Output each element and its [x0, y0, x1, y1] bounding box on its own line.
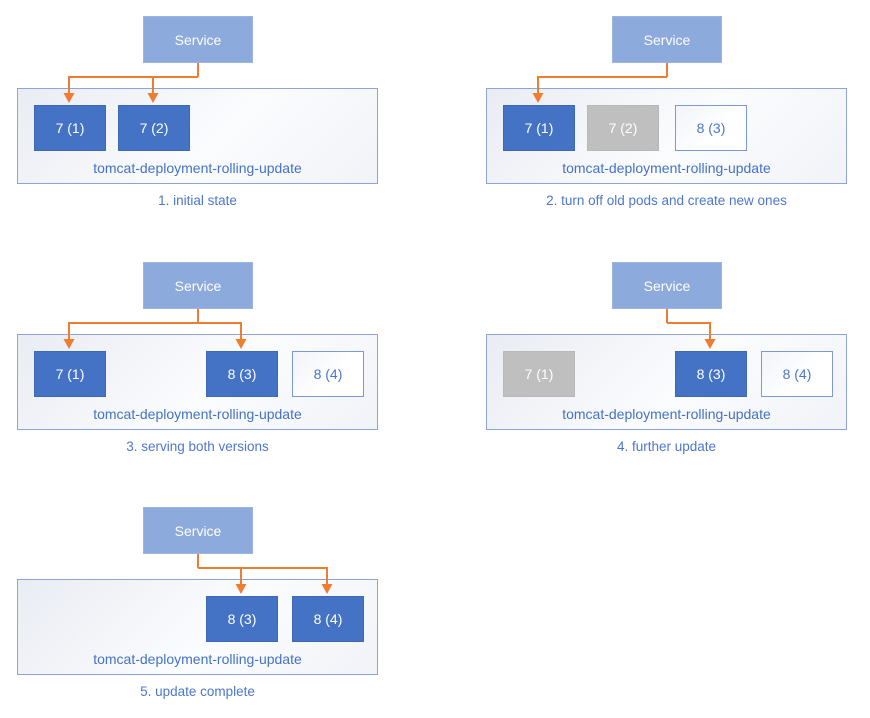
pod-running: 8 (3) — [675, 351, 747, 397]
deployment-box: tomcat-deployment-rolling-update 7 (1) 8 … — [17, 334, 378, 430]
pod-terminating: 7 (2) — [587, 105, 659, 151]
deployment-label: tomcat-deployment-rolling-update — [93, 406, 302, 422]
service-box: Service — [143, 16, 253, 63]
pod-starting: 8 (3) — [675, 105, 747, 151]
pod-running: 8 (4) — [292, 596, 364, 642]
deployment-box: tomcat-deployment-rolling-update 7 (1) 8 … — [486, 334, 847, 430]
pod-running: 7 (2) — [118, 105, 190, 151]
pod-running: 7 (1) — [503, 105, 575, 151]
panel-caption: 3. serving both versions — [126, 439, 269, 454]
panel-further-update: Service tomcat-deployment-rolling-update… — [469, 246, 870, 491]
pod-running: 8 (3) — [206, 351, 278, 397]
deployment-box: tomcat-deployment-rolling-update 7 (1) 7 … — [486, 88, 847, 184]
pod-running: 8 (3) — [206, 596, 278, 642]
deployment-label: tomcat-deployment-rolling-update — [93, 651, 302, 667]
service-box: Service — [612, 262, 722, 309]
panel-caption: 2. turn off old pods and create new ones — [546, 193, 787, 208]
pod-running: 7 (1) — [34, 105, 106, 151]
pod-starting: 8 (4) — [761, 351, 833, 397]
deployment-box: tomcat-deployment-rolling-update 8 (3) 8 … — [17, 579, 378, 675]
pod-terminating: 7 (1) — [503, 351, 575, 397]
panel-serving-both-versions: Service tomcat-deployment-rolling-update… — [0, 246, 435, 491]
panel-caption: 5. update complete — [140, 684, 255, 699]
service-box: Service — [612, 16, 722, 63]
pod-starting: 8 (4) — [292, 351, 364, 397]
panel-turn-off-old-pods: Service tomcat-deployment-rolling-update… — [469, 0, 870, 245]
service-box: Service — [143, 262, 253, 309]
panel-update-complete: Service tomcat-deployment-rolling-update… — [0, 491, 435, 718]
panel-initial-state: Service tomcat-deployment-rolling-update… — [0, 0, 435, 245]
deployment-label: tomcat-deployment-rolling-update — [562, 406, 771, 422]
service-box: Service — [143, 507, 253, 554]
deployment-label: tomcat-deployment-rolling-update — [562, 160, 771, 176]
deployment-box: tomcat-deployment-rolling-update 7 (1) 7 … — [17, 88, 378, 184]
panel-caption: 4. further update — [616, 439, 717, 454]
deployment-label: tomcat-deployment-rolling-update — [93, 160, 302, 176]
panel-caption: 1. initial state — [158, 193, 237, 208]
pod-running: 7 (1) — [34, 351, 106, 397]
